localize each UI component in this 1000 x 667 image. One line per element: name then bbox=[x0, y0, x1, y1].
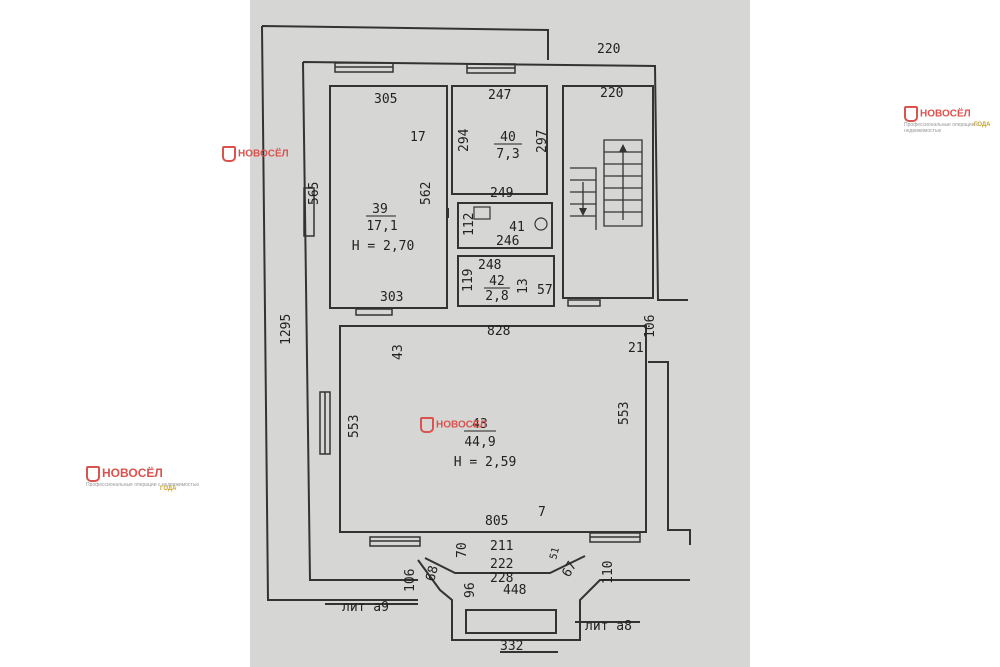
dimension-labels: 220 220 305 247 17 294 297 565 562 249 1… bbox=[279, 42, 658, 654]
watermark-logo: НОВОСЁЛ Профессиональные операции с недв… bbox=[86, 466, 200, 492]
dim-57: 57 bbox=[537, 283, 553, 298]
room-39-height: Н = 2,70 bbox=[352, 239, 415, 254]
dim-21: 21 bbox=[628, 341, 644, 356]
dim-220: 220 bbox=[600, 86, 623, 101]
dim-565: 565 bbox=[307, 182, 322, 205]
label-lit-a8: лит а8 bbox=[585, 619, 632, 634]
room-39-number: 39 bbox=[372, 202, 388, 217]
room-40-number: 40 bbox=[500, 130, 516, 145]
dim-51: 51 bbox=[548, 546, 562, 560]
room-43-number: 43 bbox=[472, 417, 488, 432]
dim-17: 17 bbox=[410, 130, 426, 145]
watermark-logo: НОВОСЁЛ Профессиональные операции с недв… bbox=[904, 106, 1000, 134]
dim-553-right: 553 bbox=[617, 402, 632, 425]
room-labels: 39 17,1 Н = 2,70 40 7,3 41 42 2,8 43 44,… bbox=[352, 130, 525, 470]
dim-553-left: 553 bbox=[347, 415, 362, 438]
house-icon bbox=[420, 417, 434, 433]
dim-332: 332 bbox=[500, 639, 523, 654]
dim-562: 562 bbox=[419, 182, 434, 205]
room-40-walls bbox=[451, 85, 548, 195]
house-icon bbox=[86, 466, 100, 482]
dim-297: 297 bbox=[535, 130, 550, 153]
dim-305: 305 bbox=[374, 92, 397, 107]
dim-246: 246 bbox=[496, 234, 519, 249]
dim-448: 448 bbox=[503, 583, 526, 598]
toilet-icon bbox=[534, 217, 548, 231]
dim-248: 248 bbox=[478, 258, 501, 273]
dim-112: 112 bbox=[462, 213, 477, 236]
dim-67: 67 bbox=[559, 559, 580, 580]
dim-211: 211 bbox=[490, 539, 513, 554]
label-lit-a9: лит а9 bbox=[342, 600, 389, 615]
windows bbox=[303, 62, 641, 547]
dim-70: 70 bbox=[455, 542, 470, 558]
room-42-walls bbox=[457, 255, 555, 307]
watermark-logo: НОВОСЁЛ bbox=[222, 146, 289, 162]
dim-828: 828 bbox=[487, 324, 510, 339]
staircase bbox=[570, 139, 643, 230]
dim-1295: 1295 bbox=[279, 314, 294, 345]
dim-247: 247 bbox=[488, 88, 511, 103]
dim-119: 119 bbox=[461, 269, 476, 292]
walls bbox=[261, 25, 691, 653]
dim-13: 13 bbox=[516, 278, 531, 294]
dim-303: 303 bbox=[380, 290, 403, 305]
dim-222: 222 bbox=[490, 557, 513, 572]
dim-43: 43 bbox=[391, 344, 406, 360]
house-icon bbox=[222, 146, 236, 162]
dim-220-top: 220 bbox=[597, 42, 620, 57]
dim-249: 249 bbox=[490, 186, 513, 201]
dim-106-left: 106 bbox=[403, 569, 418, 592]
dim-110: 110 bbox=[601, 561, 616, 584]
room-39-walls bbox=[329, 85, 448, 309]
room-40-area: 7,3 bbox=[496, 147, 519, 162]
room-39-area: 17,1 bbox=[366, 219, 397, 234]
room-41-walls bbox=[457, 202, 553, 249]
room-43-walls bbox=[339, 325, 647, 533]
room-42-area: 2,8 bbox=[485, 289, 508, 304]
house-icon bbox=[904, 106, 918, 122]
dim-106-right: 106 bbox=[643, 315, 658, 338]
sink-icon bbox=[473, 206, 491, 220]
room-41-number: 41 bbox=[509, 220, 525, 235]
room-42-number: 42 bbox=[489, 274, 505, 289]
dim-68: 68 bbox=[423, 564, 442, 583]
dim-7: 7 bbox=[538, 505, 546, 520]
stair-arrows bbox=[579, 144, 627, 216]
room-43-area: 44,9 bbox=[464, 435, 495, 450]
dim-228: 228 bbox=[490, 571, 513, 586]
watermark-logo: НОВОСЁЛ bbox=[420, 417, 487, 433]
dim-294: 294 bbox=[457, 128, 472, 152]
dim-96: 96 bbox=[463, 582, 478, 598]
dim-805: 805 bbox=[485, 514, 508, 529]
room-43-height: Н = 2,59 bbox=[454, 455, 517, 470]
plan-paper bbox=[250, 0, 750, 667]
stair-walls bbox=[562, 85, 654, 299]
